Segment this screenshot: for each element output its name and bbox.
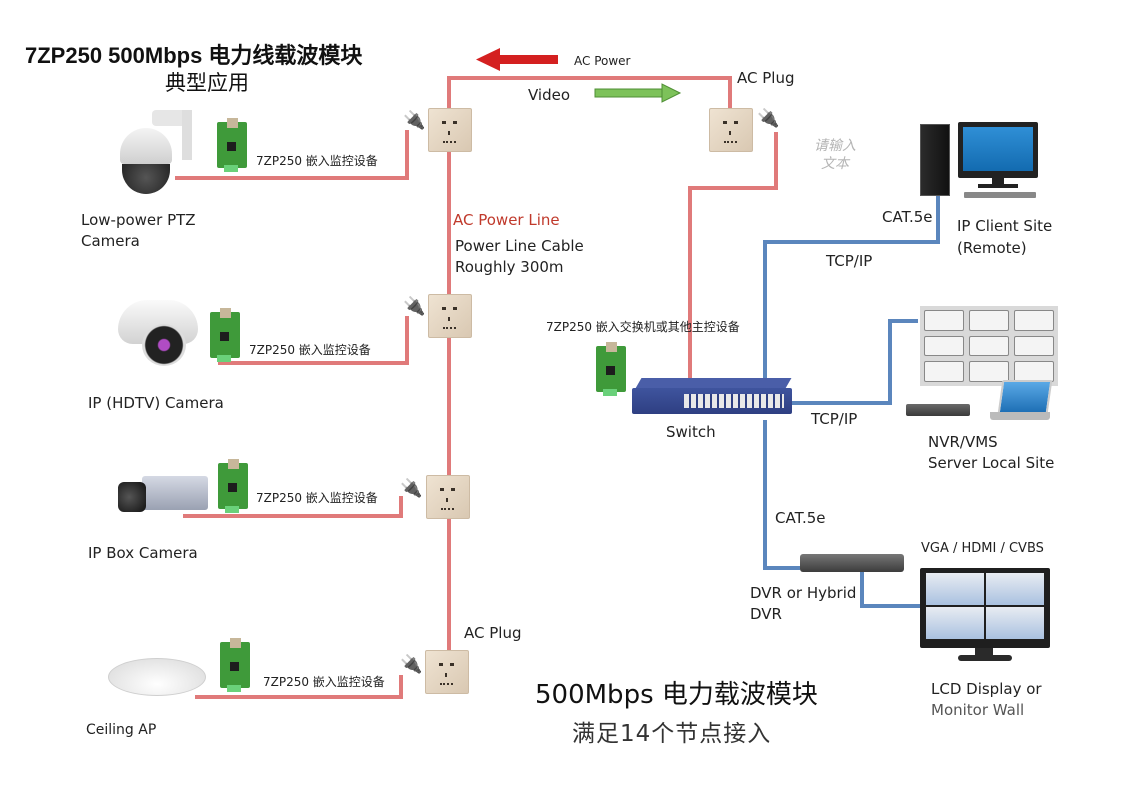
module-label-4: 7ZP250 嵌入监控设备: [263, 675, 385, 689]
power-line-top-run: [447, 76, 732, 110]
plc-module-icon: [596, 342, 626, 396]
net-line-dvr: [763, 420, 800, 570]
device-name-1b: Camera: [81, 232, 140, 250]
power-plug-icon: 🔌: [403, 296, 426, 317]
device-name-2: IP (HDTV) Camera: [88, 394, 224, 412]
net-line-display: [860, 570, 920, 608]
laptop-icon: [997, 380, 1053, 414]
footer-title: 500Mbps 电力载波模块: [535, 680, 818, 710]
display-stand-icon: [975, 648, 993, 656]
device-name-1: Low-power PTZ: [81, 211, 196, 229]
box-camera-icon: [116, 474, 211, 520]
ac-plug-bottom-label: AC Plug: [464, 624, 522, 642]
power-line-ap: [195, 675, 403, 699]
placeholder-text-box[interactable]: 请输入 文本: [814, 137, 856, 173]
client-cable-label: CAT.5e: [882, 208, 933, 226]
wall-socket-top: [709, 108, 753, 152]
laptop-base-icon: [990, 412, 1050, 420]
footer-subtitle: 满足14个节点接入: [572, 721, 772, 747]
ac-plug-top-label: AC Plug: [737, 69, 795, 87]
keyboard-icon: [964, 192, 1036, 198]
power-line-box: [183, 496, 403, 518]
switch-module-label: 7ZP250 嵌入交换机或其他主控设备: [546, 320, 740, 334]
device-name-3: IP Box Camera: [88, 544, 198, 562]
power-cable-label: Power Line Cable: [455, 237, 584, 255]
diagram-subtitle: 典型应用: [165, 71, 249, 95]
ac-power-label: AC Power: [574, 54, 631, 68]
switch-label: Switch: [666, 423, 716, 441]
net-line-nvr: [790, 319, 918, 405]
display-base-icon: [958, 655, 1012, 661]
module-label-3: 7ZP250 嵌入监控设备: [256, 491, 378, 505]
ac-power-arrow: [476, 48, 558, 71]
wall-socket-1: [428, 108, 472, 152]
client-site-label: IP Client Site: [957, 217, 1053, 235]
dvr-label: DVR or Hybrid: [750, 584, 857, 602]
client-protocol-label: TCP/IP: [826, 252, 873, 270]
ptz-camera-icon: [112, 110, 202, 198]
power-line-to-switch: [688, 132, 778, 380]
module-label-1: 7ZP250 嵌入监控设备: [256, 154, 378, 168]
display-label: LCD Display or: [931, 680, 1042, 698]
power-plug-icon: 🔌: [400, 478, 423, 499]
plc-module-icon: [210, 308, 240, 362]
video-label: Video: [528, 86, 571, 104]
dvr-device-icon: [800, 554, 904, 572]
client-site-label-2: (Remote): [957, 239, 1027, 257]
video-arrow: [594, 83, 682, 103]
wall-socket-2: [428, 294, 472, 338]
pc-tower-icon: [920, 124, 950, 196]
power-plug-icon: 🔌: [403, 110, 426, 131]
dome-camera-icon: [118, 296, 203, 368]
diagram-title: 7ZP250 500Mbps 电力线载波模块: [25, 43, 363, 68]
display-label-2: Monitor Wall: [931, 701, 1025, 719]
power-line-dome: [218, 316, 409, 365]
plc-module-icon: [220, 638, 250, 692]
wall-socket-3: [426, 475, 470, 519]
video-wall-icon: [920, 306, 1058, 386]
placeholder-line-2: 文本: [821, 156, 849, 172]
plc-module-icon: [218, 459, 248, 513]
nvr-protocol-label: TCP/IP: [811, 410, 858, 428]
ceiling-ap-icon: [108, 654, 206, 696]
power-plug-icon: 🔌: [400, 654, 423, 675]
network-lines: [763, 195, 940, 608]
monitor-icon: [958, 122, 1038, 188]
ac-power-line: [175, 76, 778, 699]
power-plug-icon: 🔌: [757, 108, 780, 129]
power-cable-length: Roughly 300m: [455, 258, 564, 276]
dvr-cable-label: CAT.5e: [775, 509, 826, 527]
power-line-ptz: [175, 130, 409, 180]
module-label-2: 7ZP250 嵌入监控设备: [249, 343, 371, 357]
net-line-client: [763, 195, 940, 385]
video-output-label: VGA / HDMI / CVBS: [921, 541, 1044, 556]
nvr-label-2: Server Local Site: [928, 454, 1055, 472]
placeholder-line-1: 请输入: [814, 138, 856, 154]
ac-power-line-label: AC Power Line: [453, 211, 560, 229]
nvr-device-icon: [906, 404, 970, 416]
network-switch-icon: [632, 378, 794, 418]
wall-socket-4: [425, 650, 469, 694]
plc-module-icon: [217, 118, 247, 172]
dvr-label-2: DVR: [750, 605, 782, 623]
lcd-display-icon: [920, 568, 1050, 648]
device-name-4: Ceiling AP: [86, 722, 157, 738]
nvr-label: NVR/VMS: [928, 433, 998, 451]
